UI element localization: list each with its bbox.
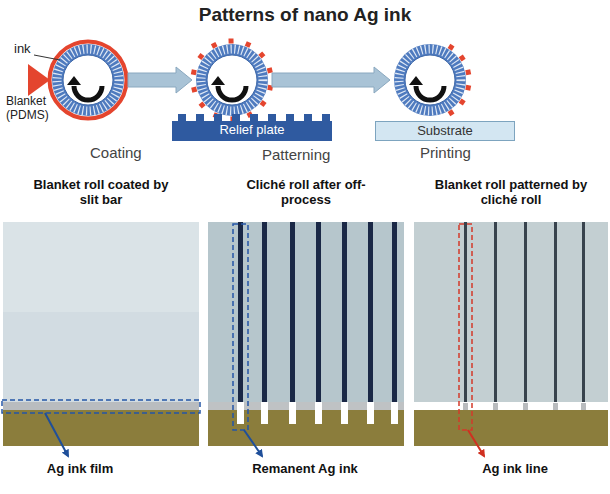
pointer-arrow [45,413,68,456]
node-label: Relief plate [172,123,332,138]
node-label: Printing [420,144,510,161]
highlight-box [459,224,472,430]
highlight-box [2,400,200,413]
panel-heading: Cliché roll after off-process [228,178,384,208]
annotation-label: Remanent Ag ink [225,462,385,477]
roll: Printing [390,40,470,120]
micrograph-panel: Blanket roll coated by slit bar [3,222,199,402]
pointer-arrow [468,430,484,456]
cross-section-cliche [208,402,404,446]
leader-line [34,55,60,60]
node-label: Substrate [376,124,514,139]
micrograph [208,222,404,402]
roll: Coating [48,40,128,120]
panel-heading: Blanket roll coated by slit bar [23,178,179,208]
relief-bumps [178,114,330,121]
micrograph-panel: Blanket roll patterned by cliché roll [414,222,608,402]
roll-drawing [192,40,272,120]
micrograph-panel: Cliché roll after off-process [208,222,404,402]
pointer-arrow [244,430,262,456]
node-label: Patterning [262,146,362,163]
cross-section-film [3,402,199,446]
process-arrow [128,67,192,93]
process-arrow [272,67,390,93]
roll-drawing [48,40,128,120]
roll: Patterning [192,40,272,120]
annotation-label: Ag ink line [445,462,585,477]
slit-bar [28,64,50,96]
highlight-box [233,224,248,430]
micrograph [414,222,608,402]
cross-section-printed [414,403,608,446]
callout-label: Blanket (PDMS) [6,95,64,123]
panel-heading: Blanket roll patterned by cliché roll [434,178,588,208]
relief-plate: Relief plate [172,121,332,141]
annotation-label: Ag ink film [15,462,145,477]
callout-label: ink [14,42,54,57]
micrograph [3,222,199,402]
roll-drawing [390,40,470,120]
node-label: Coating [90,144,180,161]
diagram-title: Patterns of nano Ag ink [0,4,610,26]
substrate: Substrate [375,121,515,141]
